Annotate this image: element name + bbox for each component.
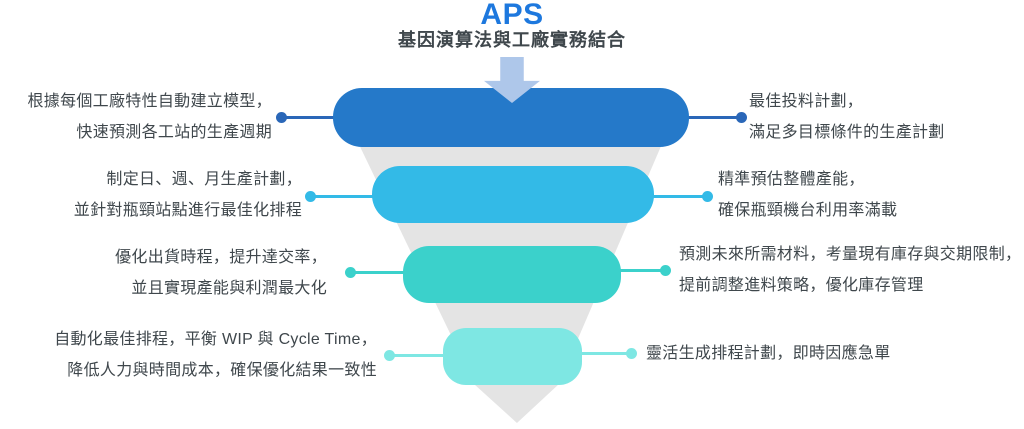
funnel-level-3-bar <box>403 246 621 303</box>
level-3-right-label: 預測未來所需材料，考量現有庫存與交期限制， 提前調整進料策略，優化庫存管理 <box>679 239 1021 301</box>
level-1-left-label: 根據每個工廠特性自動建立模型， 快速預測各工站的生產週期 <box>27 86 272 148</box>
connector-dot <box>384 350 395 361</box>
connector-dot <box>626 348 637 359</box>
connector-dot <box>305 191 316 202</box>
level-1-right-label: 最佳投料計劃， 滿足多目標條件的生產計劃 <box>749 86 945 148</box>
connector-line <box>389 354 448 357</box>
connector-dot <box>702 191 713 202</box>
funnel-level-4-bar <box>443 328 582 385</box>
connector-dot <box>276 112 287 123</box>
level-4-right-label: 靈活生成排程計劃，即時因應急單 <box>646 338 891 369</box>
label-line: 降低人力與時間成本，確保優化結果一致性 <box>67 362 377 379</box>
connector-dot <box>660 265 671 276</box>
level-2-right-label: 精準預估整體產能， 確保瓶頸機台利用率滿載 <box>718 164 897 226</box>
label-line: 快速預測各工站的生產週期 <box>76 124 272 141</box>
connector-dot <box>345 267 356 278</box>
label-line: 精準預估整體產能， <box>718 171 865 188</box>
funnel-level-2-bar <box>372 166 654 223</box>
label-line: 優化出貨時程，提升達交率， <box>115 249 327 266</box>
connector-line <box>350 271 410 274</box>
page-subtitle: 基因演算法與工廠實務結合 <box>398 30 626 50</box>
label-line: 根據每個工廠特性自動建立模型， <box>27 93 272 110</box>
label-line: 自動化最佳排程，平衡 WIP 與 Cycle Time， <box>54 331 377 348</box>
level-4-left-label: 自動化最佳排程，平衡 WIP 與 Cycle Time， 降低人力與時間成本，確… <box>54 324 377 386</box>
label-line: 並且實現產能與利潤最大化 <box>131 280 327 297</box>
label-line: 提前調整進料策略，優化庫存管理 <box>679 277 924 294</box>
label-line: 靈活生成排程計劃，即時因應急單 <box>646 345 891 362</box>
label-line: 預測未來所需材料，考量現有庫存與交期限制， <box>679 246 1022 263</box>
label-line: 最佳投料計劃， <box>749 93 864 110</box>
page-title: APS <box>480 0 544 31</box>
level-3-left-label: 優化出貨時程，提升達交率， 並且實現產能與利潤最大化 <box>115 242 327 304</box>
label-line: 制定日、週、月生產計劃， <box>106 171 302 188</box>
connector-line <box>578 352 632 355</box>
level-2-left-label: 制定日、週、月生產計劃， 並針對瓶頸站點進行最佳化排程 <box>74 164 302 226</box>
connector-line <box>617 269 666 272</box>
connector-line <box>650 195 708 198</box>
connector-line <box>685 116 742 119</box>
label-line: 滿足多目標條件的生產計劃 <box>749 124 945 141</box>
connector-line <box>310 195 378 198</box>
label-line: 確保瓶頸機台利用率滿載 <box>718 202 898 219</box>
connector-line <box>281 116 337 119</box>
label-line: 並針對瓶頸站點進行最佳化排程 <box>73 202 302 219</box>
connector-dot <box>736 112 747 123</box>
